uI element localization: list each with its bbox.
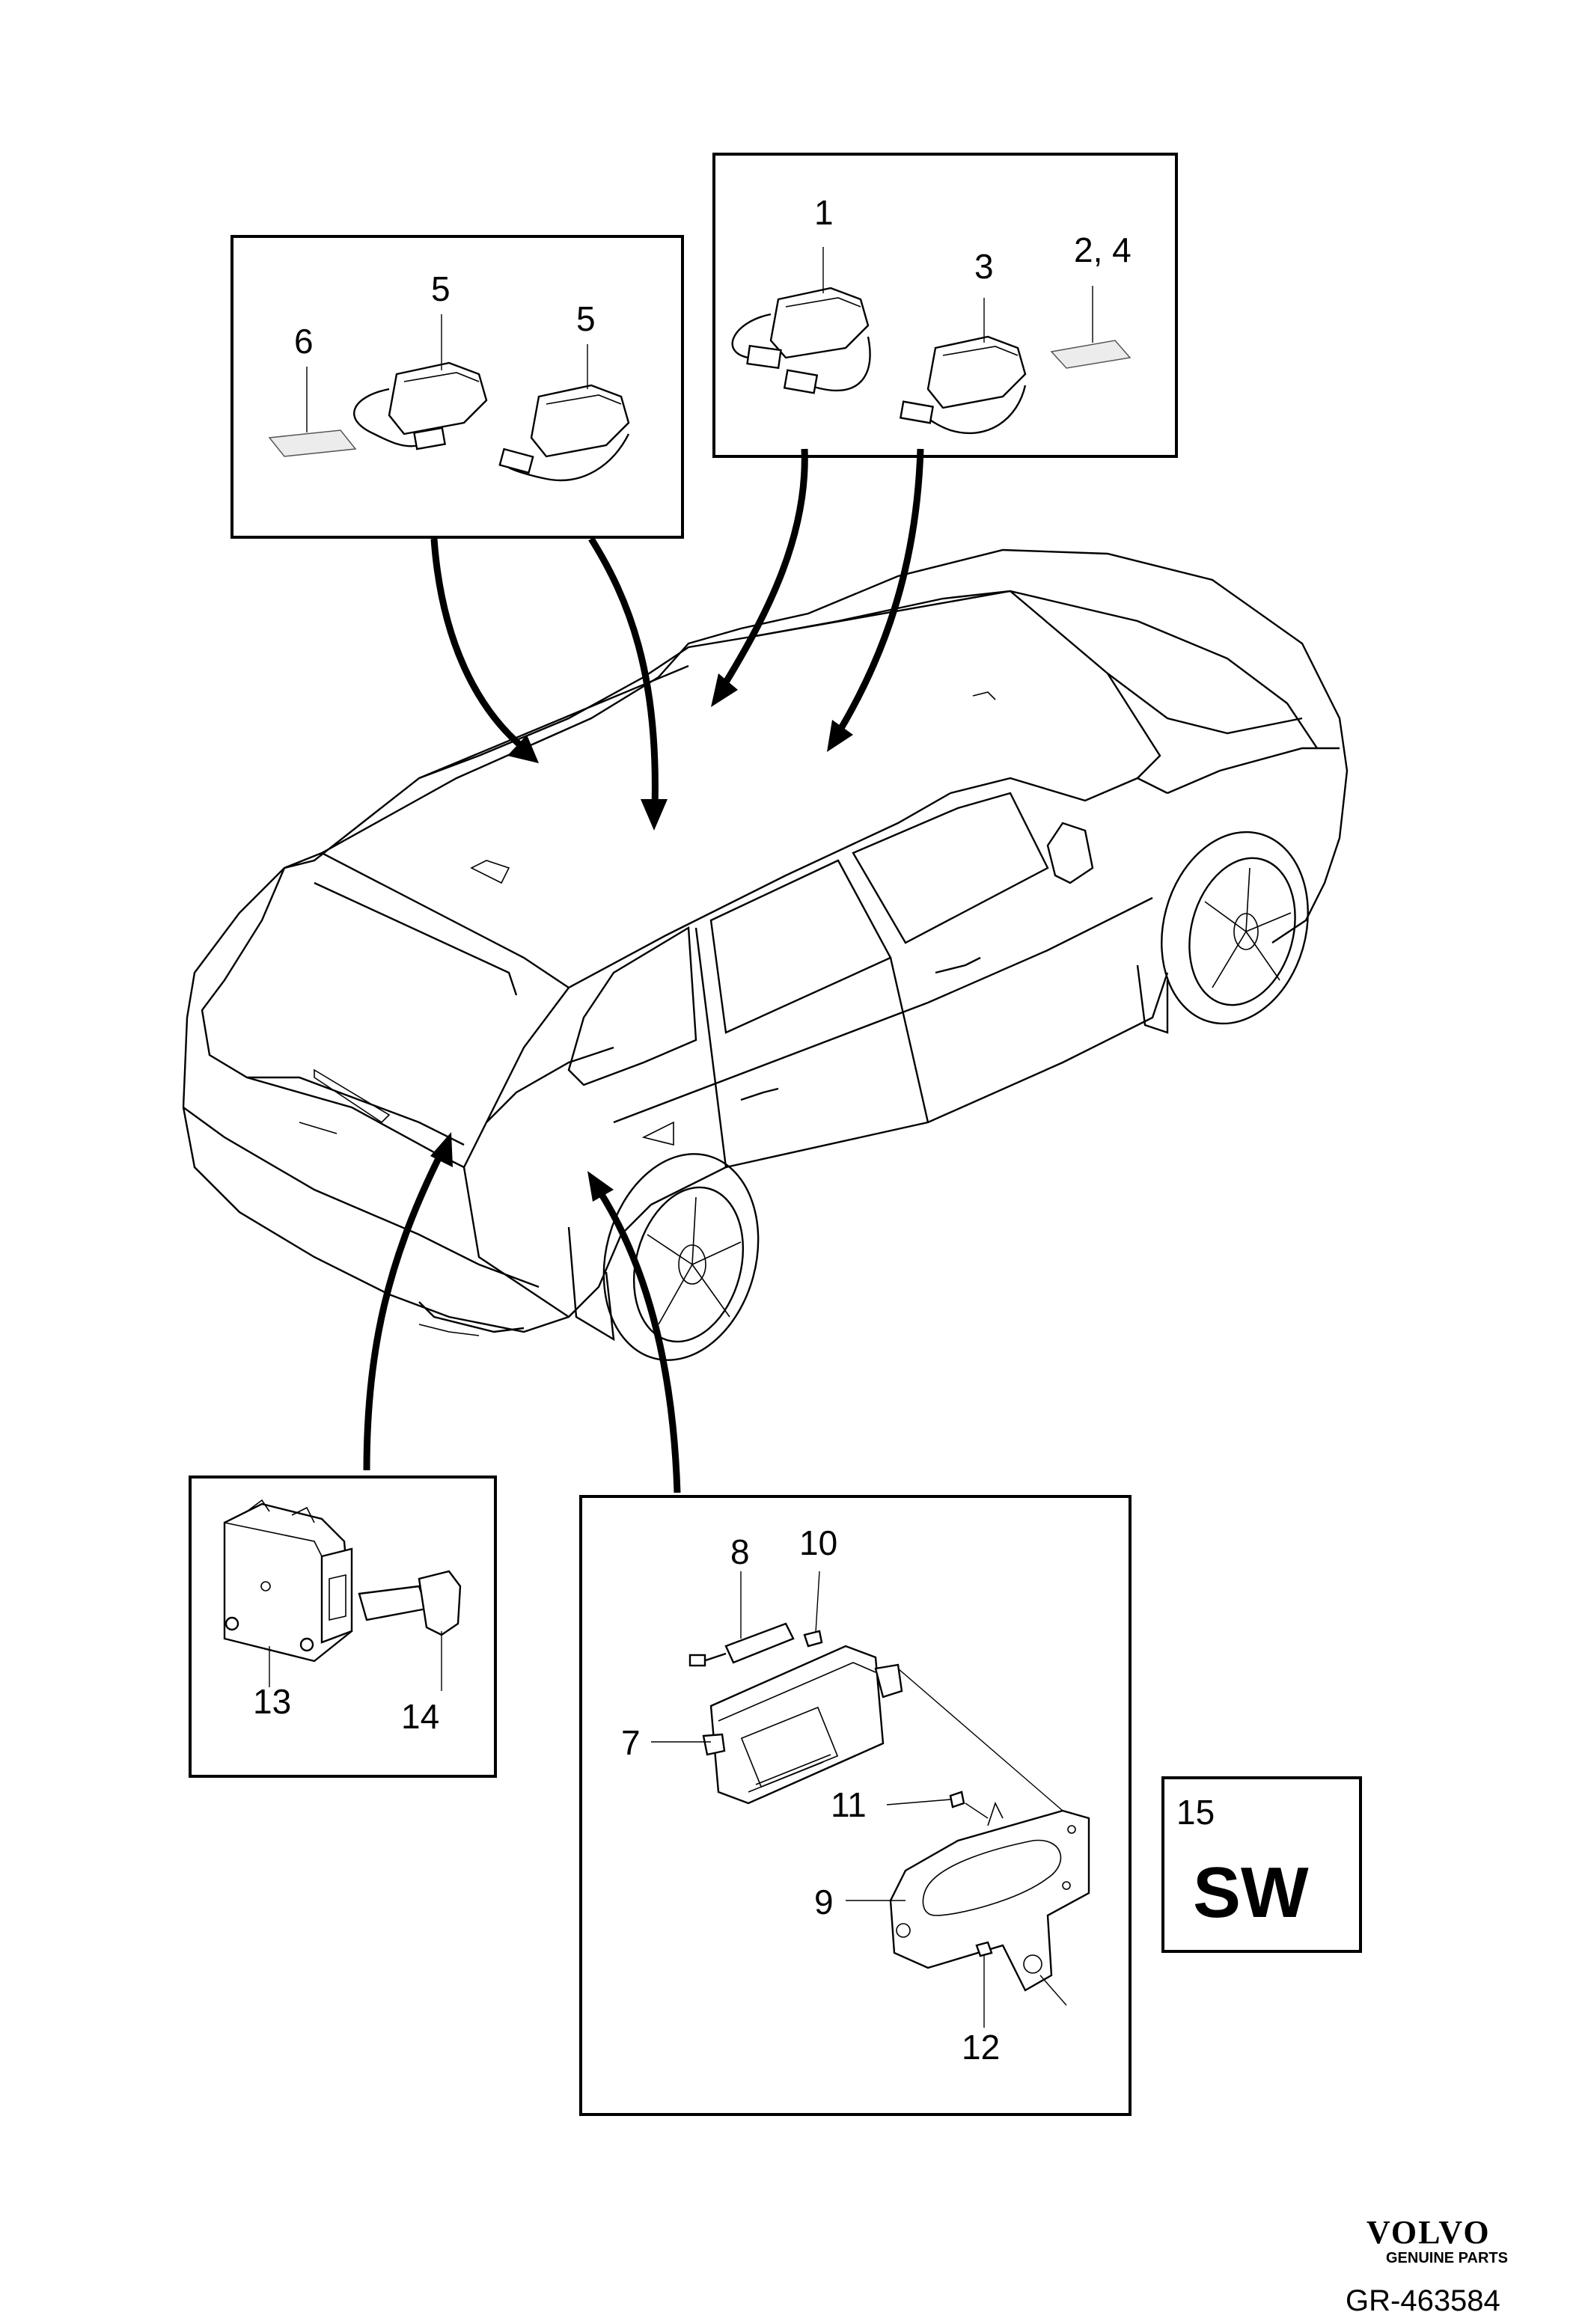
adhesive-pad-part-6 <box>268 429 357 457</box>
bracket-part-9 <box>889 1801 1090 1992</box>
lamp-part-1 <box>731 287 871 394</box>
drawing-reference: GR-463584 <box>1346 2284 1500 2317</box>
callout-7: 7 <box>621 1723 641 1762</box>
inset-box-roof-rear <box>230 235 684 539</box>
bolt-part-11 <box>949 1791 965 1808</box>
brand-tagline: GENUINE PARTS <box>1386 2250 1508 2266</box>
nut-part-12 <box>975 1941 993 1957</box>
control-module-part-7 <box>702 1645 903 1805</box>
brand-logo: VOLVO <box>1366 2214 1491 2251</box>
adhesive-pad-part-2-4 <box>1050 340 1132 369</box>
callout-6: 6 <box>294 322 314 361</box>
callout-9: 9 <box>814 1883 834 1921</box>
callout-14: 14 <box>401 1697 439 1736</box>
pointer-arrows <box>363 448 924 1493</box>
callout-12: 12 <box>962 2028 1000 2067</box>
callout-15: 15 <box>1176 1793 1215 1832</box>
callout-11: 11 <box>831 1785 867 1824</box>
callout-1: 1 <box>814 193 834 232</box>
callout-labels: 6 5 5 1 3 2, 4 8 10 7 11 9 12 13 14 15 S… <box>253 193 1309 2067</box>
vehicle-illustration <box>182 548 1349 1361</box>
brand-block: VOLVO GENUINE PARTS GR-463584 <box>1346 2214 1508 2317</box>
callout-2-4: 2, 4 <box>1074 230 1132 269</box>
lamp-part-5-left <box>353 361 488 450</box>
antenna-part-8 <box>688 1622 795 1667</box>
bolt-part-10 <box>803 1630 823 1648</box>
software-label: SW <box>1193 1853 1309 1933</box>
lamp-part-3 <box>900 335 1027 435</box>
callout-3: 3 <box>974 247 994 286</box>
callout-5-right: 5 <box>576 299 596 338</box>
inset-box-roof-front <box>712 153 1178 458</box>
inset-box-control-module <box>579 1495 1132 2116</box>
callout-10: 10 <box>799 1523 837 1562</box>
inset-box-key-holder <box>189 1476 497 1778</box>
key-part-14 <box>358 1570 462 1636</box>
callout-5-left: 5 <box>431 269 451 308</box>
key-holder-part-13 <box>223 1499 353 1663</box>
software-box <box>1161 1776 1362 1953</box>
lamp-part-5-right <box>498 384 630 482</box>
callout-13: 13 <box>253 1682 291 1721</box>
callout-8: 8 <box>730 1532 750 1571</box>
